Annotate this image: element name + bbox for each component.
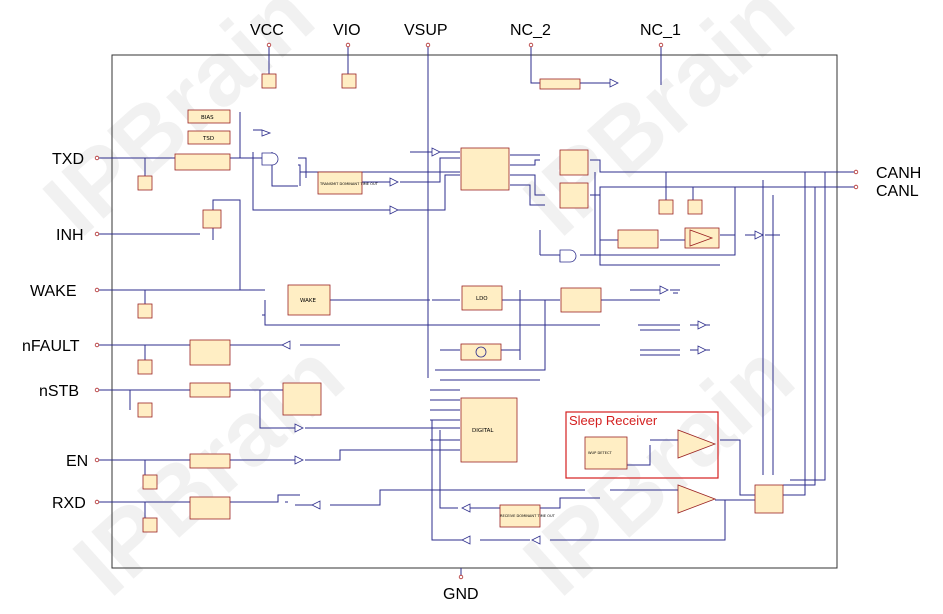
pin-inh-label: INH [56, 227, 84, 244]
nstb-block [189, 382, 231, 398]
digital-block [460, 397, 518, 463]
pin-vcc-label: VCC [250, 22, 284, 39]
rxd-timeout-block [499, 504, 541, 528]
canh-driver [559, 149, 589, 176]
sleep-receiver-title: Sleep Receiver [569, 413, 658, 428]
wup-detect-block [584, 436, 628, 470]
oscillator-block [460, 343, 502, 361]
wake-block-label: WAKE [300, 298, 317, 304]
bias-label: BIAS [201, 115, 214, 121]
txd-timeout-label: TRANSMIT DOMINANT TIME OUT [319, 182, 379, 186]
can-bus-bias-block [754, 484, 784, 514]
pin-canl-label: CANL [876, 183, 919, 200]
pin-vsup-label: VSUP [404, 22, 448, 39]
wiring [97, 45, 856, 575]
nfault-block [189, 339, 231, 366]
tsd-block [187, 130, 231, 145]
nc2-resistor [539, 78, 581, 90]
pin-vio-label: VIO [333, 22, 361, 39]
oscillator-icon [475, 346, 487, 358]
canl-driver [559, 182, 589, 209]
pin-nc1-label: NC_1 [640, 22, 681, 39]
pin-gnd-label: GND [443, 586, 479, 603]
ldo-block [461, 285, 503, 311]
logic-gates [261, 78, 764, 545]
pin-markers [94, 42, 859, 580]
svg-text:IPBrain: IPBrain [505, 324, 813, 614]
reg-block [560, 287, 602, 313]
pin-txd-label: TXD [52, 151, 84, 168]
rxd-output-block [189, 496, 231, 520]
normal-receiver-comparator [689, 229, 714, 247]
sleep-receiver-comparator [677, 429, 717, 459]
inh-switch [202, 209, 222, 229]
digital-label: DIGITAL [472, 428, 494, 434]
tx-driver-logic [460, 147, 510, 191]
protection-cells [137, 73, 703, 533]
rxd-timeout-label: RECEIVE DOMINANT TIME OUT [500, 514, 556, 518]
en-block [189, 453, 231, 469]
chip-outline [111, 54, 838, 569]
pin-nfault-label: nFAULT [22, 338, 80, 355]
wake-block [287, 284, 331, 316]
txd-input-block [174, 153, 231, 171]
canh-canl-bias-block [617, 229, 659, 249]
txd-timeout-block [317, 171, 363, 195]
ldo-label: LDO [476, 296, 488, 302]
rx-comparator [677, 484, 717, 514]
sleep-receiver-box [565, 411, 719, 479]
wup-detect-label: WUP DETECT [588, 451, 613, 455]
pin-en-label: EN [66, 453, 88, 470]
pin-canh-label: CANH [876, 165, 921, 182]
svg-text:IPBrain: IPBrain [25, 0, 333, 255]
mode-logic-block [282, 382, 322, 416]
pin-wake-label: WAKE [30, 283, 77, 300]
pin-nc2-label: NC_2 [510, 22, 551, 39]
pin-rxd-label: RXD [52, 495, 86, 512]
bias-block [187, 109, 231, 124]
tsd-label: TSD [202, 136, 214, 142]
svg-text:IPBrain: IPBrain [55, 324, 363, 614]
pin-nstb-label: nSTB [39, 383, 79, 400]
